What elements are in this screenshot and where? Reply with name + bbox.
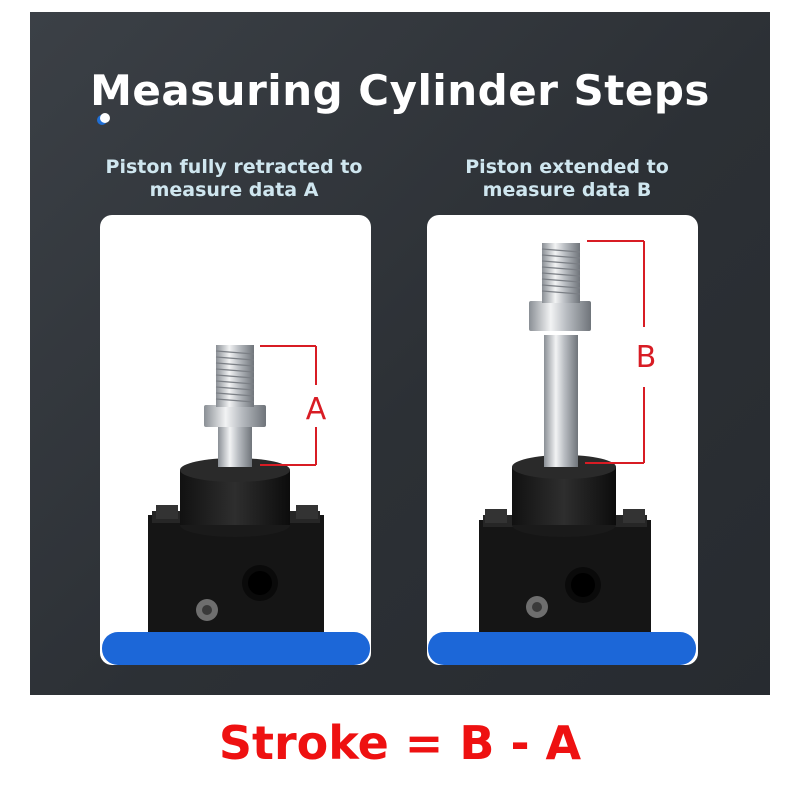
right-caption: Piston extended to measure data B <box>407 156 727 202</box>
cylinder-body <box>479 520 651 635</box>
piston-rod <box>218 425 252 467</box>
piston-rod <box>544 335 578 467</box>
bullet-dot <box>100 113 110 123</box>
hex-nut <box>529 301 591 331</box>
extended-cylinder-illustration: B <box>479 240 657 635</box>
left-caption-line2: measure data A <box>149 179 319 201</box>
left-blue-base <box>102 632 370 665</box>
marker-a-label: A <box>306 392 327 427</box>
left-caption: Piston fully retracted to measure data A <box>74 156 394 202</box>
stroke-formula: Stroke = B - A <box>218 716 582 770</box>
hex-nut <box>204 405 266 427</box>
marker-b-label: B <box>636 340 657 375</box>
measurement-bracket-b <box>585 240 645 464</box>
left-photo-card: A <box>100 215 371 665</box>
retracted-cylinder-illustration: A <box>148 345 327 635</box>
right-caption-line1: Piston extended to <box>465 156 669 178</box>
right-blue-base <box>428 632 696 665</box>
right-photo-card: B <box>427 215 698 665</box>
measurement-bracket-a <box>260 345 317 466</box>
page-title: Measuring Cylinder Steps <box>90 66 710 115</box>
left-caption-line1: Piston fully retracted to <box>105 156 363 178</box>
right-caption-line2: measure data B <box>482 179 652 201</box>
